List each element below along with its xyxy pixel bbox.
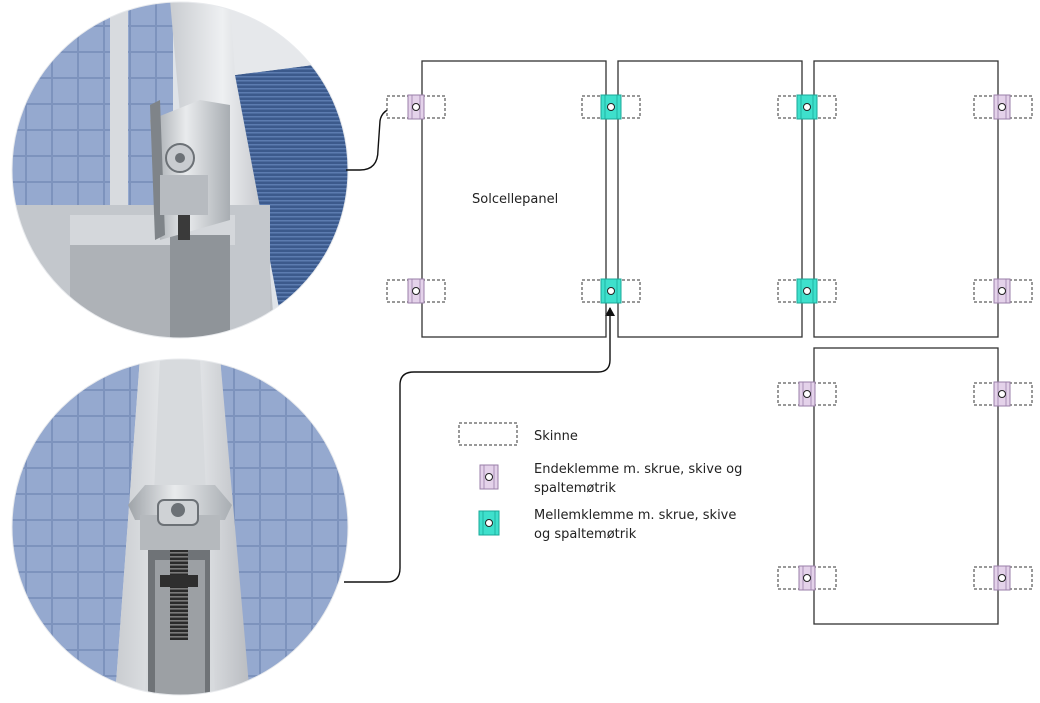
mid-clamp [796,94,818,120]
end-clamp [798,381,816,407]
end-clamp [993,278,1011,304]
panel-label: Solcellepanel [472,192,558,207]
bolt-hole [607,287,615,295]
solar-panel [813,347,999,625]
legend-mid-clamp-label-2: og spaltemøtrik [534,527,637,542]
solar-panel [617,60,803,338]
solar-panels [421,60,999,625]
bolt-hole [998,287,1006,295]
bolt-hole [998,390,1006,398]
legend-end-clamp-swatch [479,464,499,490]
bolt-hole [998,574,1006,582]
end-clamp [407,278,425,304]
end-clamp [993,381,1011,407]
solar-panel [421,60,607,338]
bolt-hole [803,390,811,398]
rails [386,95,1033,590]
mid-clamp [796,278,818,304]
legend-rail-swatch [458,422,518,446]
bolt-hole [998,103,1006,111]
end-clamp [993,565,1011,591]
bolt-hole [412,103,420,111]
mid-clamp [600,278,622,304]
legend: Skinne Endeklemme m. skrue, skive og spa… [458,422,742,542]
bolt-hole [412,287,420,295]
end-clamp [798,565,816,591]
solar-panel [813,60,999,338]
legend-end-clamp-label-2: spaltemøtrik [534,481,616,496]
end-clamp [993,94,1011,120]
bolt-hole [803,287,811,295]
mid-clamp [600,94,622,120]
mid-clamp-photo [12,359,348,695]
clamps [407,94,1011,591]
legend-rail-label: Skinne [534,429,578,444]
bolt-hole [607,103,615,111]
legend-end-clamp-label-1: Endeklemme m. skrue, skive og [534,462,742,477]
end-clamp [407,94,425,120]
bolt-hole [803,574,811,582]
legend-mid-clamp-label-1: Mellemklemme m. skrue, skive [534,508,736,523]
mid-clamp-connector [344,307,615,583]
legend-mid-clamp-swatch [478,510,500,536]
bolt-hole [803,103,811,111]
